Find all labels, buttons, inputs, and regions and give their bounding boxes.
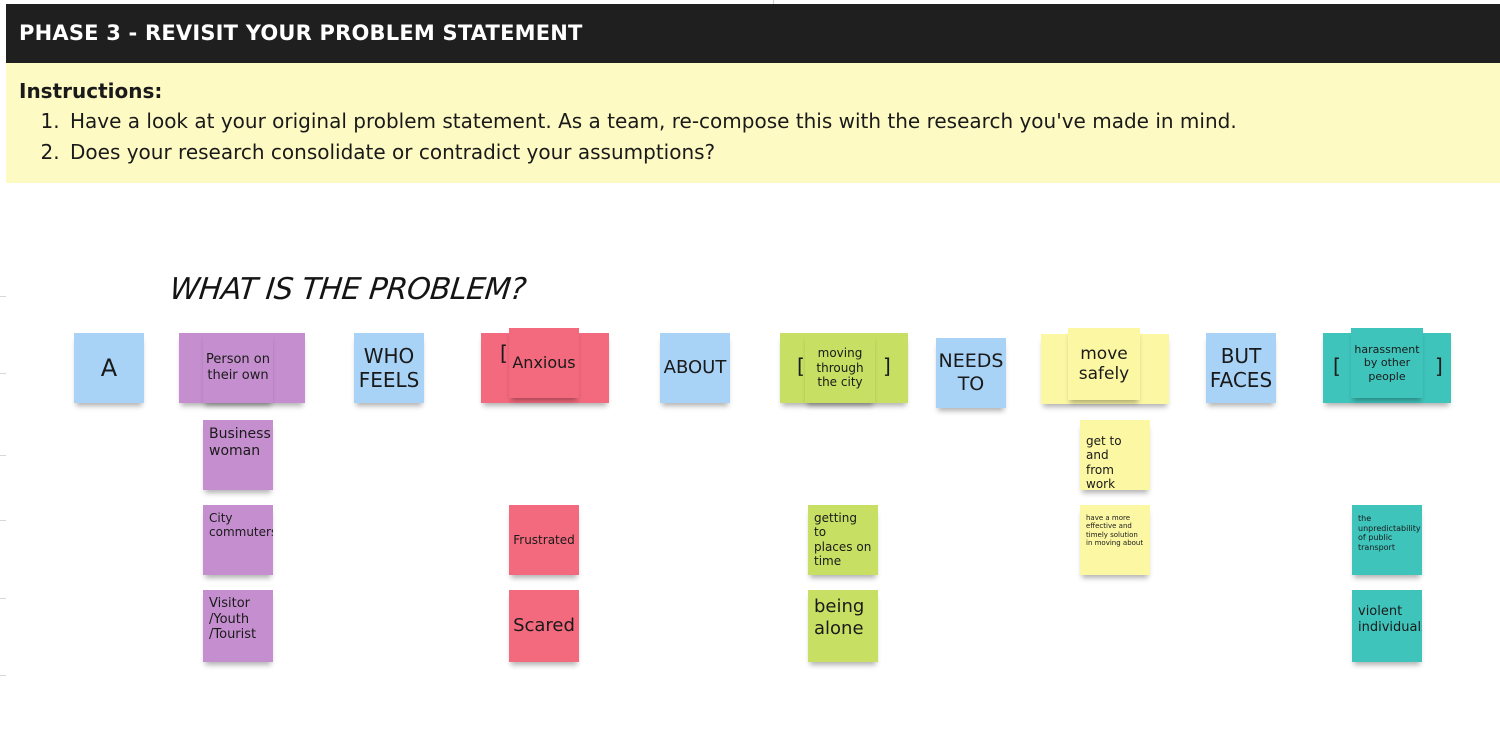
note-text: BUT FACES — [1209, 344, 1273, 392]
note-text: NEEDS TO — [938, 350, 1004, 395]
row-divider — [0, 296, 6, 297]
sticky-note-city-commuters[interactable]: City commuters — [203, 505, 273, 575]
bracket-left: [ — [500, 341, 508, 365]
note-text: getting to places on time — [814, 511, 872, 569]
row-divider — [0, 520, 6, 521]
row-divider — [0, 598, 6, 599]
note-text: Business woman — [209, 426, 271, 459]
sticky-note-move-safely[interactable]: move safely — [1068, 328, 1140, 400]
note-text: Visitor /Youth /Tourist — [209, 596, 257, 643]
sticky-note-visitor-youth-tourist[interactable]: Visitor /Youth /Tourist — [203, 590, 273, 662]
sticky-note-who-feels[interactable]: WHO FEELS — [354, 333, 424, 403]
note-text: violent individuals — [1358, 604, 1422, 635]
note-text: Anxious — [512, 353, 576, 373]
sticky-note-harassment[interactable]: harassment by other people — [1351, 328, 1423, 398]
sticky-note-getting-to-places[interactable]: getting to places on time — [808, 505, 878, 575]
instruction-item: Does your research consolidate or contra… — [66, 140, 1500, 164]
note-text: ABOUT — [663, 357, 727, 379]
note-text: get to and from work — [1086, 434, 1122, 490]
instructions-list: Have a look at your original problem sta… — [19, 109, 1500, 164]
sticky-note-a[interactable]: A — [74, 333, 144, 403]
note-text: being alone — [814, 596, 865, 639]
bracket-left: [ — [797, 354, 805, 378]
column-divider — [773, 0, 774, 4]
sticky-note-person-on-their-own[interactable]: Person on their own — [203, 333, 273, 403]
sticky-note-business-woman[interactable]: Business woman — [203, 420, 273, 490]
instruction-item: Have a look at your original problem sta… — [66, 109, 1500, 133]
top-gap — [0, 0, 1500, 4]
note-text: Scared — [513, 615, 575, 637]
note-text: City commuters — [209, 511, 273, 540]
sticky-note-about[interactable]: ABOUT — [660, 333, 730, 403]
bracket-left: [ — [1333, 354, 1341, 378]
note-text: move safely — [1078, 343, 1130, 384]
phase-header: PHASE 3 - REVISIT YOUR PROBLEM STATEMENT — [6, 4, 1500, 63]
sticky-note-but-faces[interactable]: BUT FACES — [1206, 333, 1276, 403]
note-text: Frustrated — [513, 532, 575, 547]
note-text: Person on their own — [205, 352, 270, 383]
sticky-note-violent-individuals[interactable]: violent individuals — [1352, 590, 1422, 662]
note-text: WHO FEELS — [358, 344, 420, 392]
sticky-note-moving-through-city[interactable]: moving through the city — [805, 333, 875, 403]
sticky-note-effective-solution[interactable]: have a more effective and timely solutio… — [1080, 505, 1150, 575]
note-text: have a more effective and timely solutio… — [1086, 514, 1144, 548]
note-text: moving through the city — [816, 346, 864, 390]
instructions-panel: Instructions: Have a look at your origin… — [6, 63, 1500, 183]
note-text: harassment by other people — [1354, 343, 1420, 383]
sticky-note-frustrated[interactable]: Frustrated — [509, 505, 579, 575]
row-divider — [0, 675, 6, 676]
sticky-note-anxious[interactable]: Anxious — [509, 328, 579, 398]
phase-title: PHASE 3 - REVISIT YOUR PROBLEM STATEMENT — [19, 21, 583, 45]
board-title: WHAT IS THE PROBLEM? — [168, 272, 528, 307]
instructions-title: Instructions: — [19, 79, 163, 103]
sticky-note-scared[interactable]: Scared — [509, 590, 579, 662]
sticky-note-unpredictability[interactable]: the unpredictability of public transport — [1352, 505, 1422, 575]
bracket-right: ] — [883, 354, 891, 378]
sticky-note-needs-to[interactable]: NEEDS TO — [936, 338, 1006, 408]
note-text: the unpredictability of public transport — [1358, 514, 1421, 552]
row-divider — [0, 373, 6, 374]
bracket-right: ] — [1435, 354, 1443, 378]
note-text: A — [100, 353, 118, 382]
row-divider — [0, 455, 6, 456]
sticky-note-get-to-work[interactable]: get to and from work — [1080, 420, 1150, 490]
sticky-note-being-alone[interactable]: being alone — [808, 590, 878, 662]
